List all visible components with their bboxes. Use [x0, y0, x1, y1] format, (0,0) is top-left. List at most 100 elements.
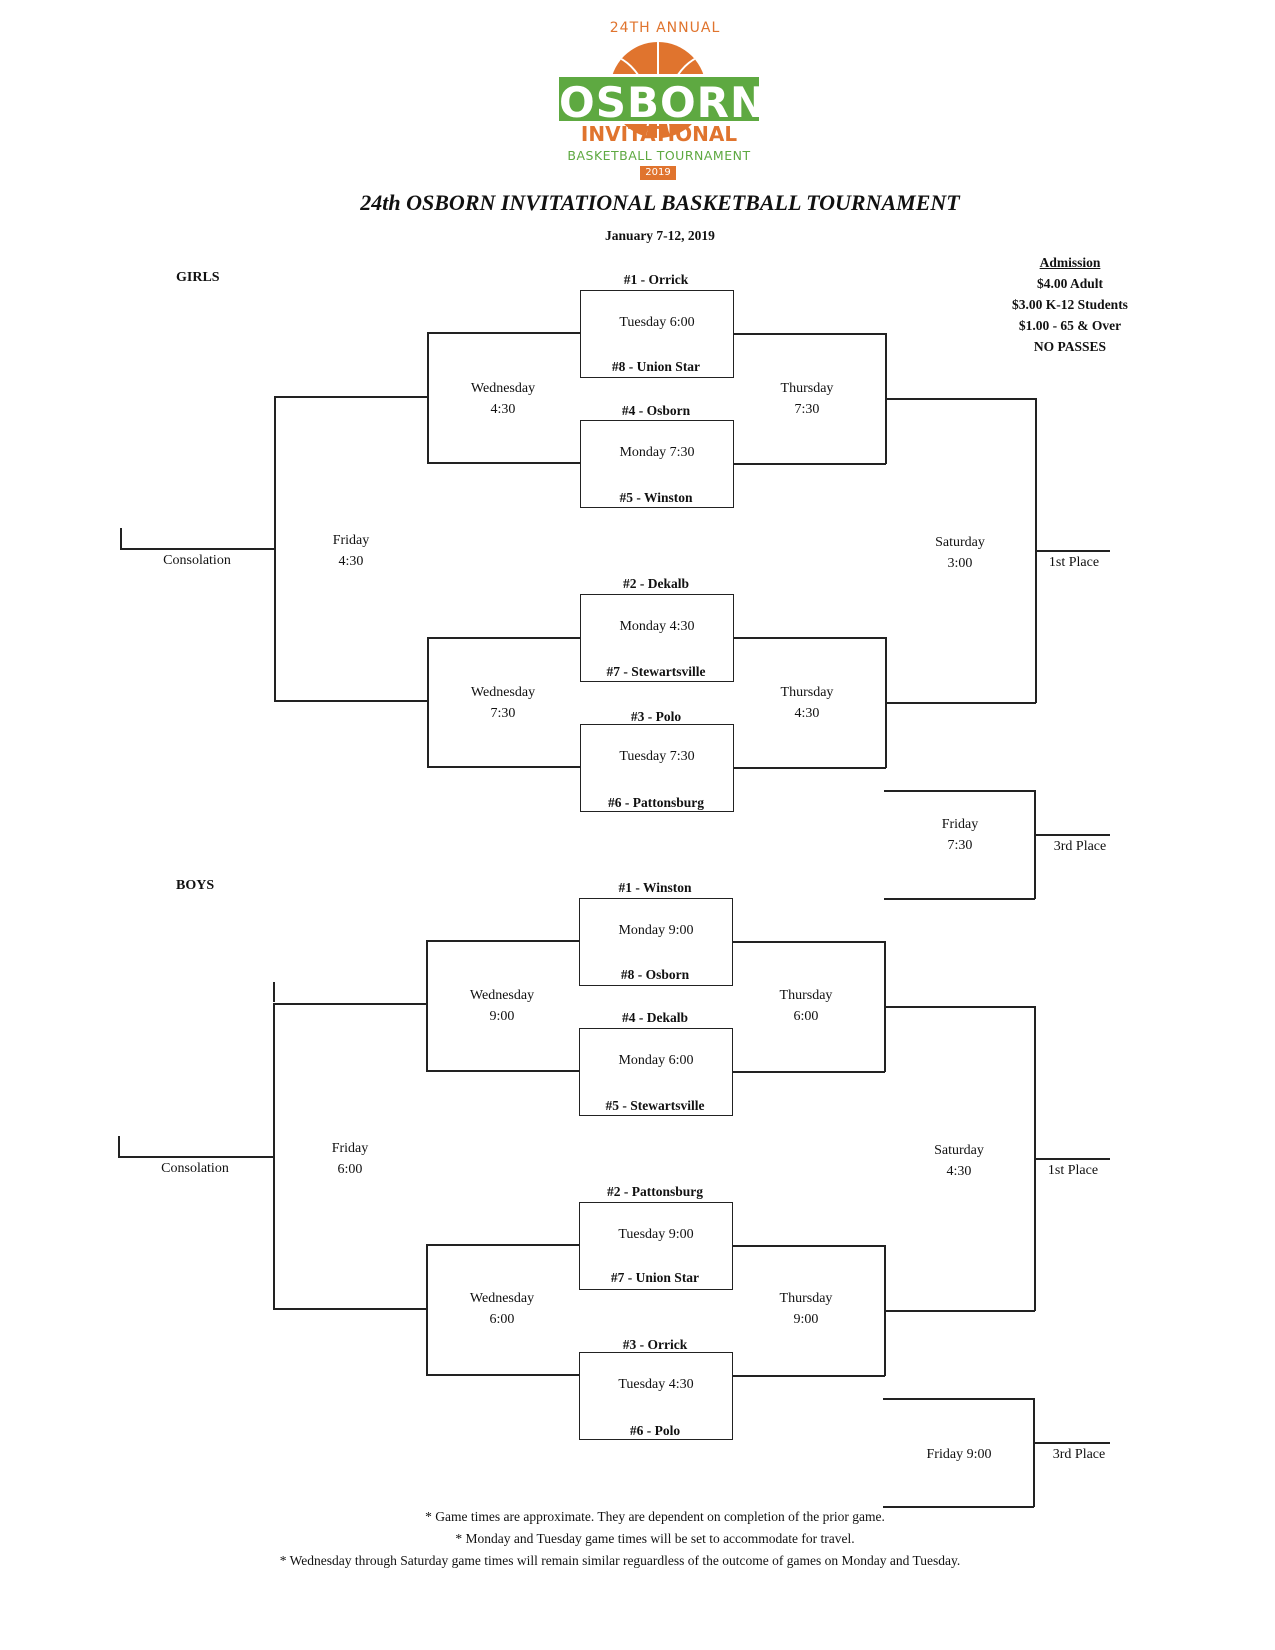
first-round-game-box — [580, 724, 734, 812]
bracket-line — [885, 1006, 1035, 1008]
team-seed: #7 - Stewartsville — [606, 664, 706, 679]
team-seed: #1 - Winston — [618, 880, 692, 895]
bracket-line — [274, 700, 427, 702]
first-round-game-box — [580, 420, 734, 508]
boys-section-label: BOYS — [176, 878, 215, 893]
game-time: Monday 7:30 — [619, 445, 695, 460]
team-seed: #4 - Osborn — [621, 403, 691, 418]
admission-line: $1.00 - 65 & Over — [1018, 318, 1122, 333]
bracket-line — [427, 332, 580, 334]
first-round-game-box — [579, 898, 733, 986]
bracket-line — [426, 940, 579, 942]
team-seed: #8 - Osborn — [620, 967, 690, 982]
game-time: Monday 4:30 — [619, 619, 695, 634]
team-seed: #2 - Dekalb — [622, 576, 689, 591]
footnote: * Game times are approximate. They are d… — [425, 1509, 885, 1524]
logo-subtitle: INVITATIONAL — [580, 122, 738, 146]
bracket-line — [734, 463, 886, 465]
page-title: 24th OSBORN INVITATIONAL BASKETBALL TOUR… — [360, 190, 960, 215]
bracket-line — [426, 1070, 579, 1072]
game-time: Tuesday 9:00 — [618, 1227, 694, 1242]
bracket-line — [427, 637, 429, 767]
tournament-dates: January 7-12, 2019 — [605, 228, 715, 243]
game-time: Tuesday 6:00 — [619, 315, 695, 330]
bracket-line — [120, 548, 275, 550]
admission-heading: Admission — [1039, 255, 1101, 270]
bracket-line — [427, 637, 580, 639]
bracket-line — [273, 982, 275, 1002]
admission-block: Admission $4.00 Adult $3.00 K-12 Student… — [985, 252, 1155, 357]
bracket-line — [118, 1156, 274, 1158]
bracket-line — [885, 333, 887, 464]
footnote: * Monday and Tuesday game times will be … — [455, 1531, 855, 1546]
team-seed: #3 - Polo — [630, 709, 682, 724]
consolation-label: Consolation — [161, 1161, 229, 1176]
consolation-label: Consolation — [163, 553, 231, 568]
bracket-line — [273, 1308, 426, 1310]
game-time: Tuesday 7:30 — [619, 749, 695, 764]
girls-section-label: GIRLS — [176, 270, 220, 285]
bracket-line — [883, 1398, 1034, 1400]
first-round-game-box — [579, 1028, 733, 1116]
bracket-line — [1034, 790, 1036, 899]
bracket-line — [426, 940, 428, 1071]
bracket-line — [884, 898, 1035, 900]
bracket-line — [273, 1003, 426, 1005]
bracket-line — [1033, 1398, 1035, 1507]
bracket-line — [427, 766, 580, 768]
bracket-line — [734, 333, 886, 335]
team-seed: #4 - Dekalb — [621, 1010, 688, 1025]
bracket-line — [885, 1310, 1035, 1312]
game-time: Tuesday 4:30 — [618, 1377, 694, 1392]
bracket-line — [884, 790, 1035, 792]
bracket-line — [426, 1374, 579, 1376]
bracket-line — [118, 1136, 120, 1157]
logo-year: 2019 — [640, 166, 676, 180]
game-time: Monday 9:00 — [618, 923, 694, 938]
admission-line: $3.00 K-12 Students — [1012, 297, 1128, 312]
team-seed: #8 - Union Star — [611, 359, 701, 374]
bracket-line — [274, 396, 427, 398]
bracket-line — [1035, 550, 1110, 552]
team-seed: #6 - Polo — [629, 1423, 681, 1438]
third-place-label: 3rd Place — [1053, 839, 1107, 854]
logo-name: OSBORN — [556, 74, 765, 127]
team-seed: #5 - Stewartsville — [605, 1098, 705, 1113]
team-seed: #3 - Orrick — [622, 1337, 688, 1352]
bracket-line — [886, 702, 1036, 704]
team-seed: #1 - Orrick — [623, 272, 689, 287]
bracket-line — [885, 637, 887, 768]
admission-line: $4.00 Adult — [1036, 276, 1104, 291]
footnote: * Wednesday through Saturday game times … — [279, 1553, 961, 1568]
first-round-game-box — [580, 594, 734, 682]
bracket-line — [883, 1506, 1034, 1508]
bracket-line — [1034, 1158, 1110, 1160]
bracket-line — [884, 941, 886, 1072]
bracket-line — [733, 1071, 885, 1073]
bracket-line — [733, 1375, 885, 1377]
bracket-line — [734, 637, 886, 639]
admission-line: NO PASSES — [1033, 339, 1107, 354]
third-place-label: 3rd Place — [1052, 1447, 1106, 1462]
team-seed: #2 - Pattonsburg — [606, 1184, 703, 1199]
bracket-line — [120, 528, 122, 549]
first-place-label: 1st Place — [1048, 555, 1100, 570]
first-round-game-box — [580, 290, 734, 378]
game-time: Friday 9:00 — [926, 1447, 992, 1462]
team-seed: #7 - Union Star — [610, 1270, 700, 1285]
first-round-game-box — [579, 1202, 733, 1290]
game-time: Monday 6:00 — [618, 1053, 694, 1068]
logo-annual-text: 24TH ANNUAL — [609, 20, 721, 36]
logo-tagline: BASKETBALL TOURNAMENT — [567, 148, 751, 163]
bracket-line — [733, 941, 885, 943]
